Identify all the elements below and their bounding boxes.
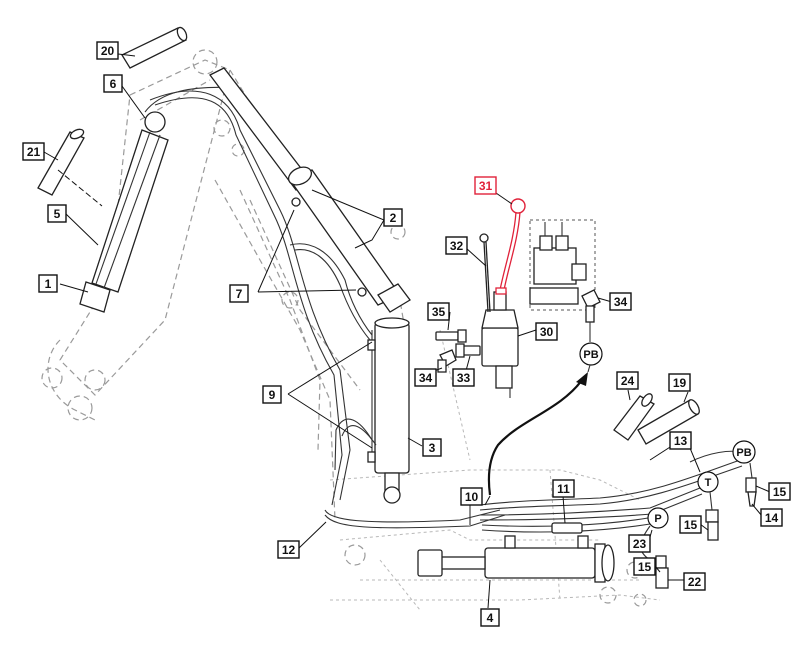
- port-p: P: [640, 507, 669, 589]
- lever-32: [479, 233, 491, 313]
- callout-21-label: 21: [27, 145, 41, 159]
- callout-33: 33: [452, 368, 475, 387]
- port-pb-upper-label: PB: [583, 349, 598, 361]
- control-valve-block: [529, 219, 596, 311]
- callout-23: 23: [628, 534, 651, 553]
- callout-15-mid: 15: [679, 515, 702, 534]
- callout-24-label: 24: [621, 374, 635, 388]
- callout-13: 13: [669, 431, 692, 450]
- callout-2: 2: [383, 208, 403, 227]
- callout-32-label: 32: [450, 239, 464, 253]
- callout-31: 31: [474, 176, 497, 195]
- callout-30-label: 30: [540, 325, 554, 339]
- callout-15-right-label: 15: [773, 485, 787, 499]
- callout-3: 3: [422, 438, 442, 457]
- pin-20: [121, 26, 188, 69]
- cylinder-2: [287, 166, 411, 313]
- port-t-label: T: [705, 477, 712, 489]
- fitting-34-left: [437, 349, 457, 373]
- callout-10: 10: [460, 487, 483, 506]
- callout-22: 22: [683, 572, 706, 591]
- callout-10-label: 10: [465, 490, 479, 504]
- port-t: T: [697, 471, 719, 541]
- callout-30: 30: [535, 322, 558, 341]
- callout-15-bottom-label: 15: [638, 560, 652, 574]
- port-pb-right: PB: [689, 440, 757, 507]
- callout-15-mid-label: 15: [684, 518, 698, 532]
- cylinder-4: [417, 535, 615, 583]
- callout-11-label: 11: [557, 482, 570, 496]
- callout-19-label: 19: [673, 376, 687, 390]
- callout-6-label: 6: [110, 77, 117, 91]
- callout-4: 4: [480, 608, 500, 627]
- callout-35: 35: [427, 302, 450, 321]
- callout-32: 32: [445, 236, 468, 255]
- callout-12: 12: [277, 540, 300, 559]
- callout-21: 21: [22, 142, 45, 161]
- callout-1-label: 1: [45, 277, 52, 291]
- callout-23-label: 23: [633, 537, 647, 551]
- cylinder-1: [79, 86, 241, 313]
- callout-22-label: 22: [688, 575, 702, 589]
- pin-21: [37, 128, 103, 207]
- callout-24: 24: [616, 371, 639, 390]
- callout-1: 1: [38, 274, 58, 293]
- callout-2-label: 2: [390, 211, 397, 225]
- callout-3-label: 3: [429, 441, 436, 455]
- callout-33-label: 33: [457, 371, 471, 385]
- callout-5: 5: [47, 204, 67, 223]
- callout-19: 19: [668, 373, 691, 392]
- callout-20-label: 20: [101, 44, 115, 58]
- callout-7: 7: [229, 284, 249, 303]
- leader-lines: [43, 53, 771, 609]
- callout-11: 11: [552, 479, 575, 498]
- pin-19: [637, 399, 700, 445]
- callout-9: 9: [262, 385, 282, 404]
- pin-24: [613, 393, 655, 441]
- callout-15-right: 15: [768, 482, 791, 501]
- callout-20: 20: [96, 41, 119, 60]
- cylinder-3: [367, 317, 410, 504]
- callout-9-label: 9: [269, 388, 276, 402]
- fitting-33: [455, 343, 481, 358]
- port-pb-upper: PB: [579, 342, 603, 373]
- callout-14-label: 14: [765, 511, 779, 525]
- callout-34-left-label: 34: [419, 371, 433, 385]
- fitting-35: [435, 329, 467, 343]
- callout-35-label: 35: [432, 305, 446, 319]
- callout-34-left: 34: [414, 368, 437, 387]
- pilot-hose: [487, 372, 588, 496]
- lever-31-highlight: [495, 198, 526, 295]
- base-hoses: [469, 459, 743, 534]
- callout-13-label: 13: [674, 434, 688, 448]
- callout-34-right: 34: [609, 292, 632, 311]
- callout-12-label: 12: [282, 543, 296, 557]
- callout-6: 6: [103, 74, 123, 93]
- callout-5-label: 5: [54, 207, 61, 221]
- callout-34-right-label: 34: [614, 295, 628, 309]
- port-pb-right-label: PB: [736, 447, 751, 459]
- callout-31-label: 31: [479, 179, 493, 193]
- port-p-label: P: [654, 513, 661, 525]
- fitting-34-right: [581, 289, 601, 342]
- callout-15-bottom: 15: [633, 557, 656, 576]
- callout-7-label: 7: [236, 287, 243, 301]
- callout-4-label: 4: [487, 611, 494, 625]
- valve-30: [481, 291, 519, 398]
- hose-bundle-boom: [149, 90, 506, 529]
- callout-14: 14: [760, 508, 783, 527]
